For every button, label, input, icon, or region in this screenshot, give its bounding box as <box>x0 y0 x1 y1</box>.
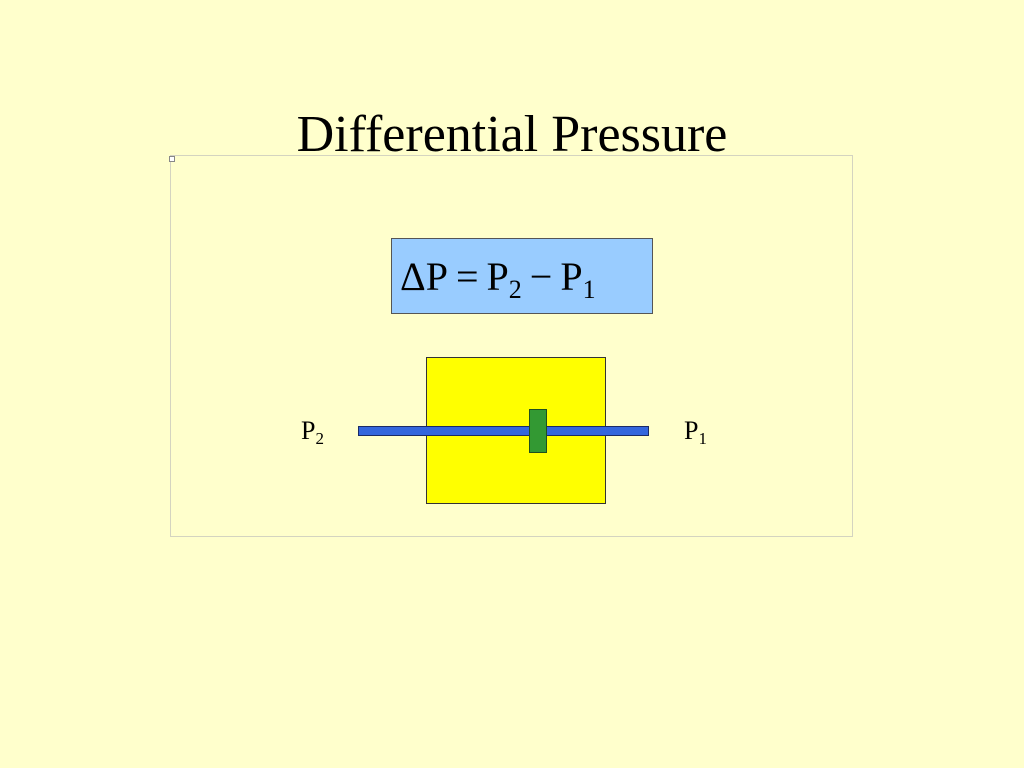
formula-term2-subscript: 1 <box>582 275 596 304</box>
diagram-frame <box>170 155 853 537</box>
formula-term2: P <box>560 254 583 299</box>
equals-sign: = <box>455 254 479 299</box>
p2-label: P2 <box>301 416 324 448</box>
formula-expression: ΔP=P2−P1 <box>400 253 596 304</box>
minus-sign: − <box>529 254 553 299</box>
p1-label: P1 <box>684 416 707 448</box>
pressure-pipe <box>358 426 649 436</box>
p2-subscript: 2 <box>315 429 324 448</box>
p1-subscript: 1 <box>698 429 707 448</box>
formula-lhs: P <box>425 254 448 299</box>
frame-handle-icon <box>169 156 175 162</box>
diaphragm <box>529 409 547 453</box>
p2-symbol: P <box>301 416 316 445</box>
formula-box: ΔP=P2−P1 <box>391 238 653 314</box>
p1-symbol: P <box>684 416 699 445</box>
delta-symbol: Δ <box>400 254 426 299</box>
slide-title: Differential Pressure <box>296 106 728 163</box>
formula-term1: P <box>486 254 509 299</box>
formula-term1-subscript: 2 <box>508 275 522 304</box>
